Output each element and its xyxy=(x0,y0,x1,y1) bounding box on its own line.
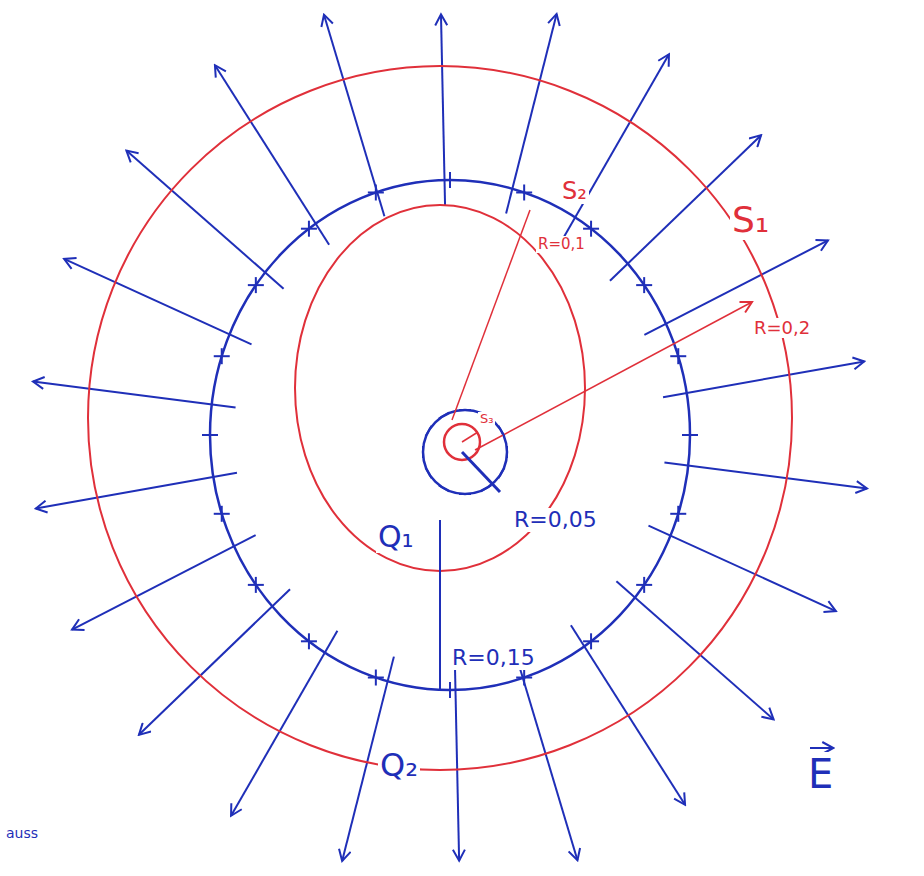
plus-sign xyxy=(308,221,310,237)
plus-sign xyxy=(255,577,257,593)
field-arrow xyxy=(33,382,236,408)
plus-sign xyxy=(677,348,679,364)
dimension-label: R=0,05 xyxy=(512,508,599,532)
field-arrow xyxy=(139,589,290,735)
radius-line xyxy=(462,452,500,492)
radius-line xyxy=(439,520,441,689)
plus-sign xyxy=(523,670,525,686)
minus-sign xyxy=(439,413,449,419)
field-arrow xyxy=(231,631,337,816)
plus-sign xyxy=(590,633,592,649)
plus-sign xyxy=(523,184,525,200)
charge-signs xyxy=(202,172,698,698)
plus-sign xyxy=(643,277,645,293)
plus-sign xyxy=(677,506,679,522)
plus-sign xyxy=(643,577,645,593)
radius-line xyxy=(462,432,478,442)
field-arrow xyxy=(616,581,773,719)
radius-line xyxy=(452,210,530,420)
plus-sign xyxy=(308,633,310,649)
gauss-surface-s1 xyxy=(88,66,792,770)
minus-sign xyxy=(426,426,432,436)
field-arrow xyxy=(36,473,237,509)
charge-label: Q₁ xyxy=(376,520,416,553)
field-arrow xyxy=(455,664,459,860)
plus-sign xyxy=(255,277,257,293)
surface-label: S₃ xyxy=(478,412,495,426)
field-arrow xyxy=(64,259,251,345)
field-arrow xyxy=(563,54,669,239)
field-lines xyxy=(33,14,867,861)
minus-sign xyxy=(506,446,508,458)
plus-sign xyxy=(221,506,223,522)
field-arrow xyxy=(324,15,384,217)
plus-sign xyxy=(449,682,451,698)
surface-label: S₁ xyxy=(730,200,771,240)
plus-sign xyxy=(221,348,223,364)
field-arrow xyxy=(215,65,329,245)
gauss-surface-s3 xyxy=(444,424,480,460)
minus-sign xyxy=(426,468,432,478)
shell-q2 xyxy=(210,180,690,690)
dimension-label: R=0,1 xyxy=(536,236,587,253)
charge-label: Q₂ xyxy=(378,748,420,783)
plus-sign xyxy=(375,670,377,686)
minus-sign xyxy=(498,426,504,436)
field-arrow xyxy=(663,361,864,397)
vector-arrow xyxy=(810,747,833,749)
plus-sign xyxy=(209,427,211,443)
shell-q1 xyxy=(423,410,507,494)
plus-sign xyxy=(449,172,451,188)
radius-line xyxy=(475,302,752,450)
plus-sign xyxy=(590,221,592,237)
field-arrow xyxy=(72,535,256,630)
field-arrow xyxy=(664,462,867,488)
plus-sign xyxy=(689,427,691,443)
field-arrow xyxy=(516,654,578,861)
field-arrow xyxy=(441,14,445,205)
field-arrow xyxy=(506,14,557,213)
dimension-label: R=0,2 xyxy=(752,318,812,338)
note-text: auss xyxy=(4,826,40,841)
minus-sign xyxy=(459,493,471,495)
surface-label: S₂ xyxy=(560,178,589,204)
minus-sign xyxy=(422,446,424,458)
plus-sign xyxy=(375,184,377,200)
minus-sign xyxy=(481,485,491,491)
minus-sign xyxy=(498,468,504,478)
field-label: E xyxy=(806,752,835,796)
minus-sign xyxy=(439,485,449,491)
dimension-label: R=0,15 xyxy=(450,646,537,670)
minus-sign xyxy=(459,409,471,411)
